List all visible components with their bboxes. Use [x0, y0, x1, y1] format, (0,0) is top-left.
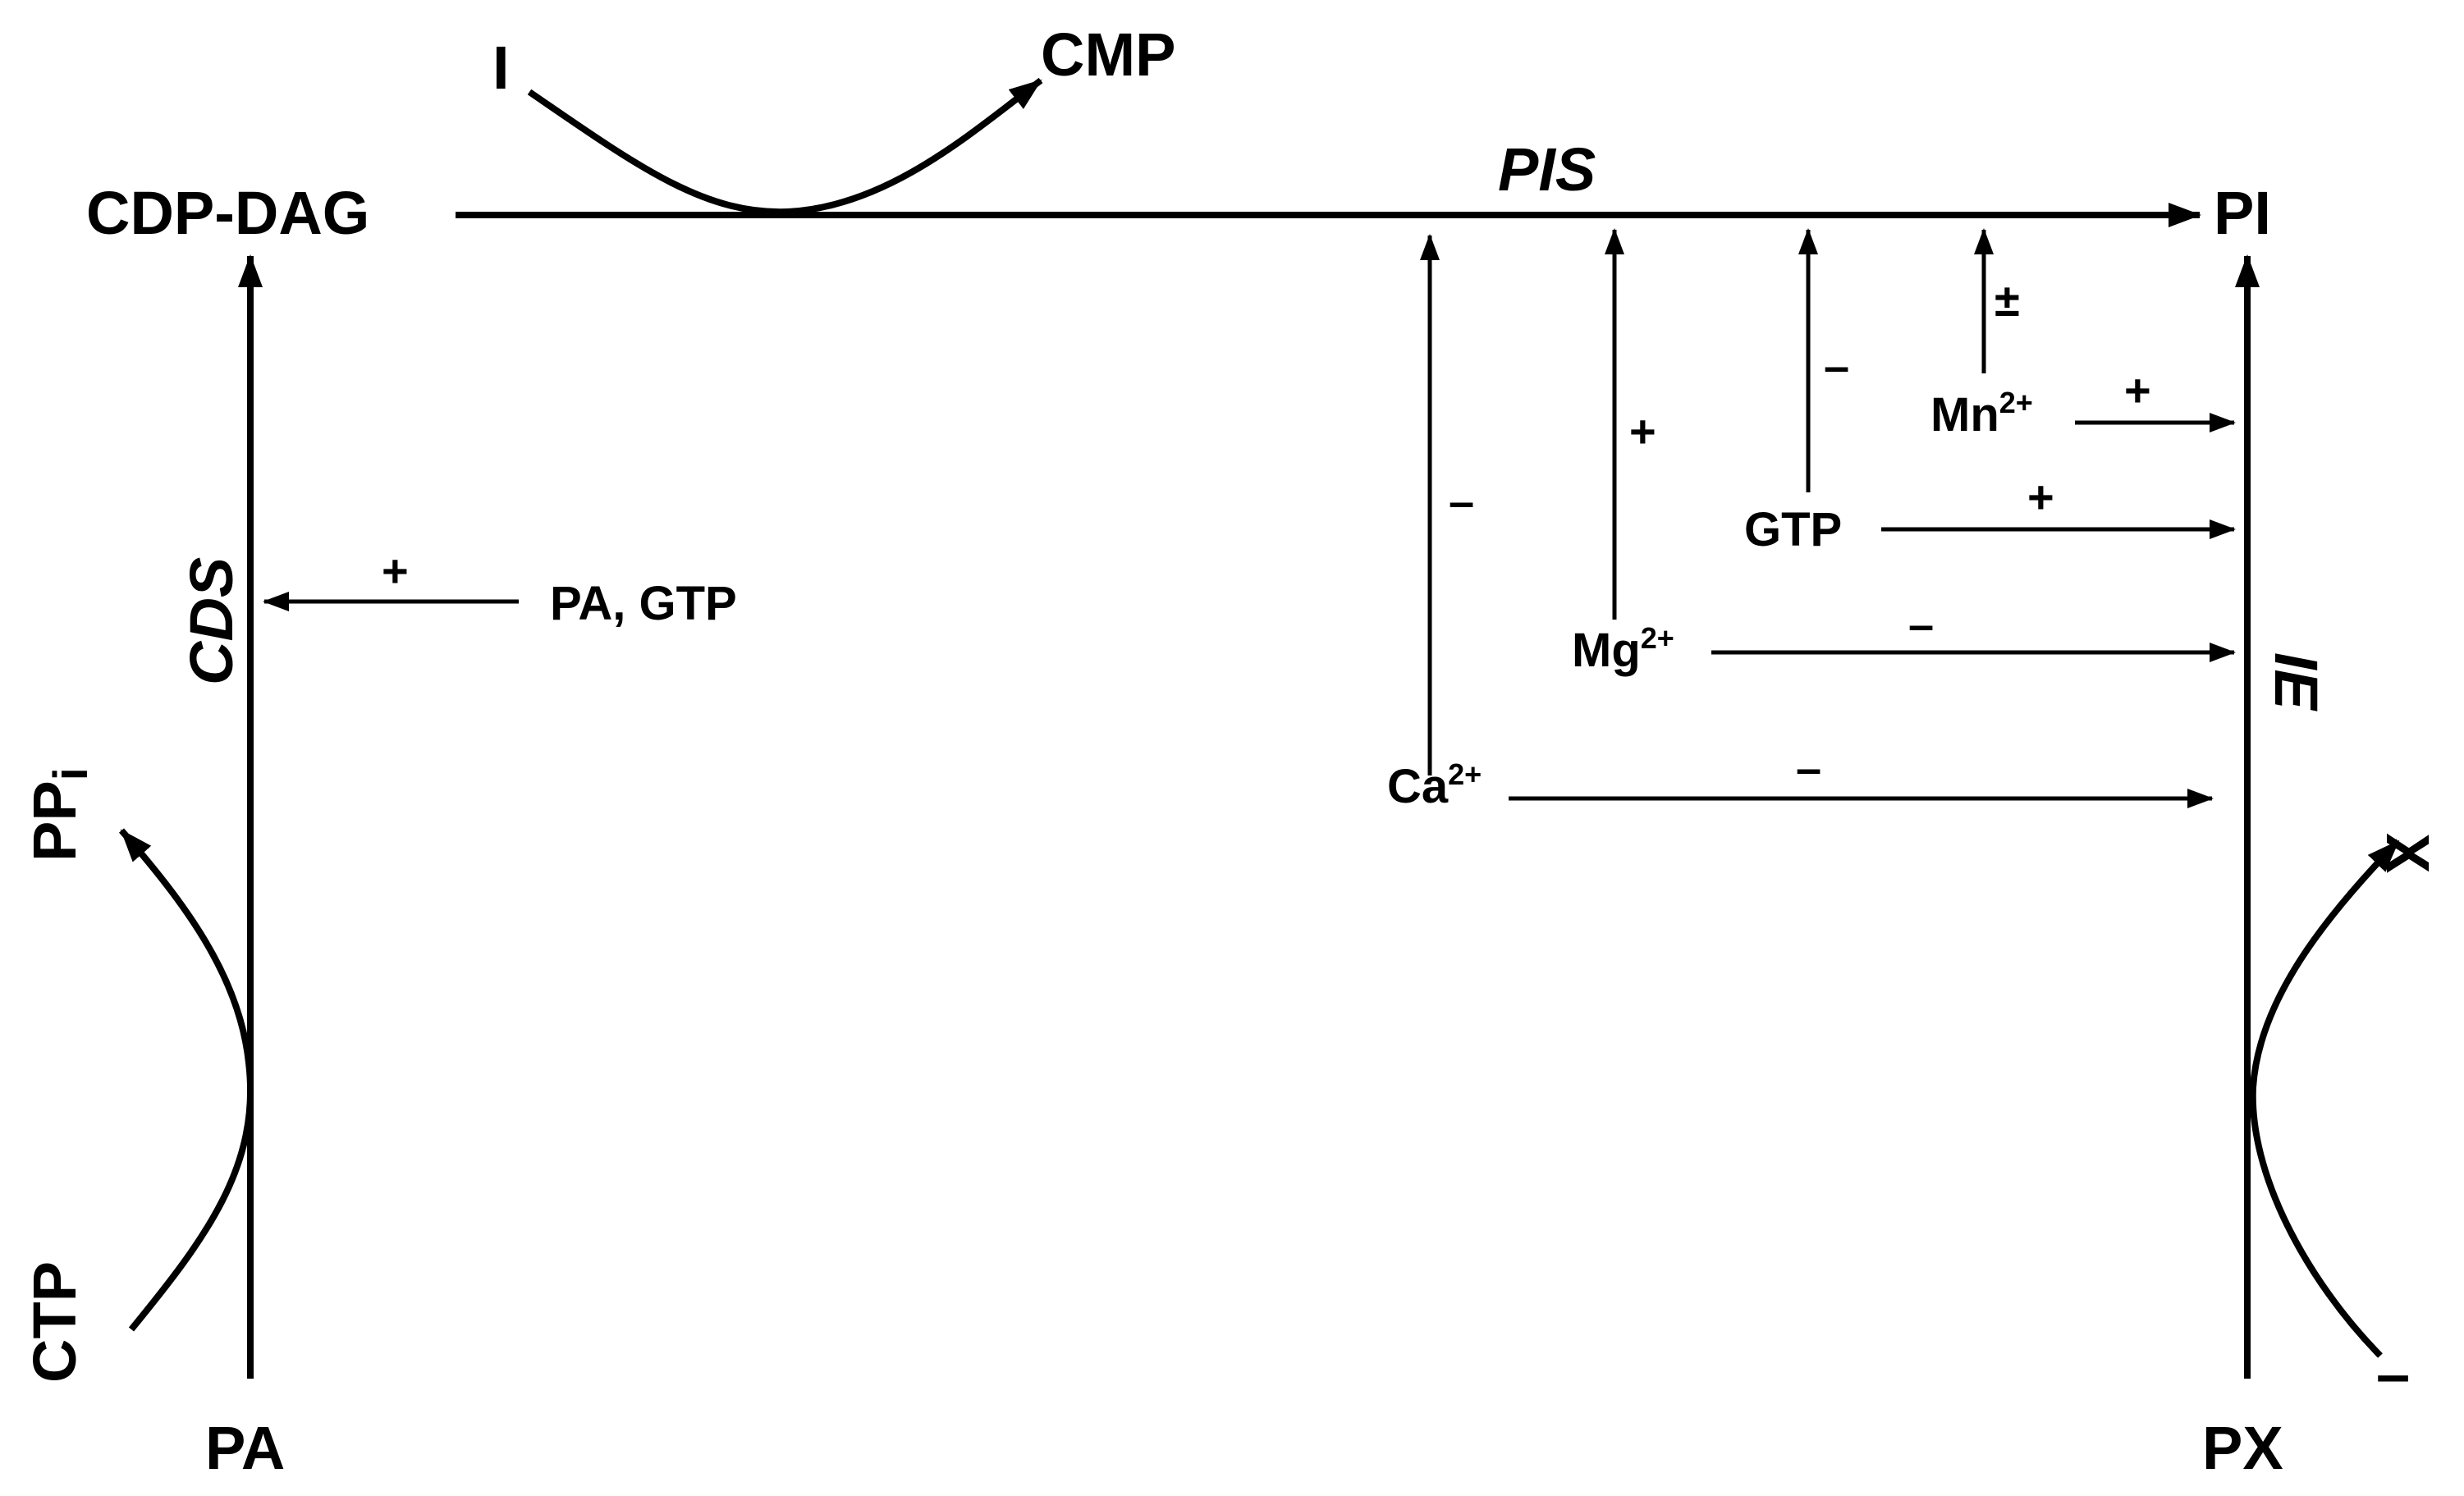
ie-enzyme-label: IE [2262, 652, 2330, 712]
ca-superscript: 2+ [1448, 757, 1482, 791]
pa-gtp-label: PA, GTP [550, 577, 737, 630]
ppi-label: PPi [21, 767, 98, 862]
pi-label: PI [2214, 179, 2271, 247]
cds-label-group: CDS [177, 557, 245, 685]
ctp-ppi-curve-arrow [118, 828, 254, 1332]
ctp-label-group: CTP [21, 1261, 89, 1383]
pp-subscript: i [44, 767, 98, 780]
mg-label: Mg2+ [1572, 621, 1674, 677]
cds-pa-gtp-sign: + [382, 545, 409, 597]
ca-ie-sign: – [1796, 742, 1821, 794]
x-label: X [2374, 833, 2442, 873]
ca-label: Ca2+ [1387, 757, 1482, 813]
mn-ie-sign: + [2124, 364, 2151, 416]
mn-pis-sign: ± [1995, 274, 2020, 326]
ie-label-group: IE [2262, 652, 2330, 712]
ppi-label-group: PPi [21, 767, 98, 862]
inositol-cmp-curve-arrow [527, 77, 1043, 216]
gtp-pis-sign: – [1824, 340, 1849, 391]
ctp-label: CTP [21, 1261, 89, 1383]
inositol-label: I [492, 34, 510, 102]
cmp-label: CMP [1041, 21, 1175, 89]
x-label-group: X [2374, 833, 2442, 873]
mn-label: Mn2+ [1930, 386, 2033, 441]
mn-superscript: 2+ [1999, 386, 2033, 419]
mg-ie-sign: – [1908, 598, 1934, 650]
pis-enzyme-label: PIS [1498, 135, 1596, 204]
mn-text: Mn [1930, 388, 1999, 441]
pp-text: PP [21, 780, 89, 862]
gtp-ie-sign: + [2027, 471, 2054, 523]
pa-label: PA [205, 1414, 285, 1482]
mg-text: Mg [1572, 624, 1641, 677]
px-label: PX [2202, 1414, 2283, 1482]
mg-superscript: 2+ [1641, 621, 1674, 655]
ca-pis-sign: – [1449, 475, 1474, 527]
cdp-dag-label: CDP-DAG [86, 179, 369, 247]
x-curve-arrow [2249, 839, 2401, 1358]
mg-pis-sign: + [1629, 405, 1656, 457]
gtp-label: GTP [1744, 503, 1842, 556]
cds-enzyme-label: CDS [177, 557, 245, 685]
ca-text: Ca [1387, 760, 1449, 813]
minus-px-label: – [2376, 1340, 2410, 1408]
